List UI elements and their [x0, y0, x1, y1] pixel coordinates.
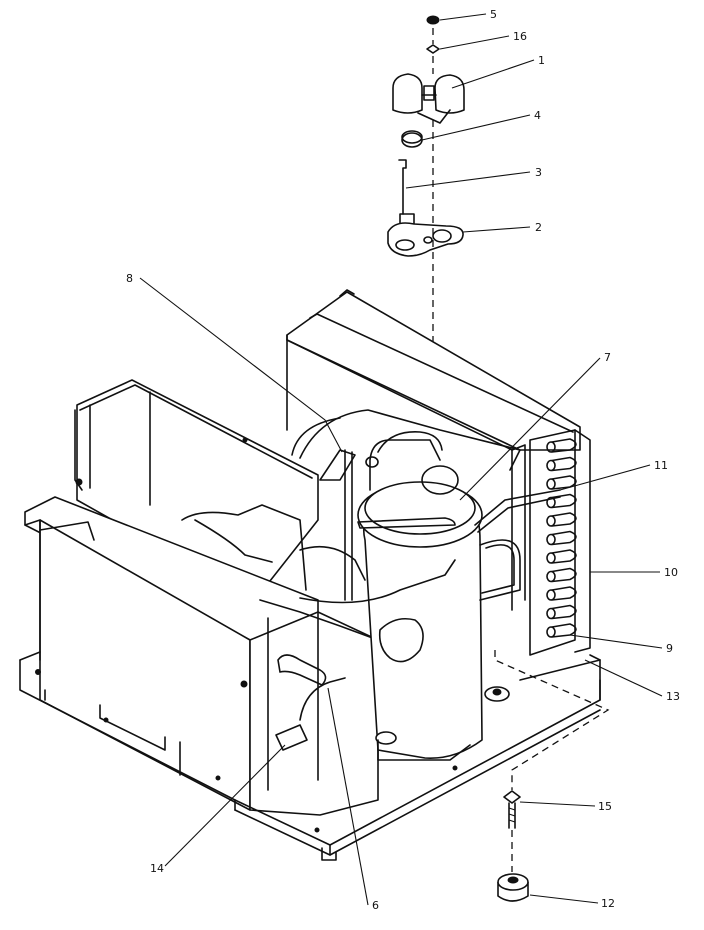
- part-16-washer: [426, 44, 440, 54]
- coil-tube-end: [546, 459, 556, 472]
- coil-hairpin: [551, 549, 577, 564]
- callout-9: 9: [666, 642, 673, 655]
- condenser-housing: [286, 289, 581, 611]
- coil-tube-end: [546, 441, 556, 453]
- compressor-assembly: [291, 409, 561, 761]
- front-panel: [19, 496, 319, 811]
- coil-hairpin: [551, 567, 577, 583]
- callout-7: 7: [604, 351, 611, 364]
- part-5-nut: [426, 15, 440, 25]
- leader-lines: [139, 13, 663, 906]
- base-pan: [234, 654, 601, 861]
- callout-14: 14: [150, 862, 164, 875]
- coil-tube-end: [546, 570, 556, 583]
- coil-tube-end: [546, 478, 556, 490]
- callout-8: 8: [126, 272, 133, 285]
- callout-4: 4: [534, 109, 541, 122]
- coil-tube-end: [546, 496, 556, 509]
- partition-wall: [249, 599, 379, 816]
- coil-hairpin: [551, 512, 577, 527]
- coil-hairpin: [551, 604, 577, 620]
- coil-tube-end: [546, 607, 556, 620]
- part-1-overload-protector: [392, 73, 465, 124]
- coil-hairpin: [551, 586, 577, 601]
- callout-12: 12: [601, 897, 615, 910]
- callout-11: 11: [654, 459, 668, 472]
- coil-hairpin: [551, 493, 577, 509]
- coil-tube-end: [546, 533, 556, 546]
- callout-13: 13: [666, 690, 680, 703]
- coil-hairpin: [551, 456, 577, 472]
- callout-6: 6: [372, 899, 379, 912]
- callout-labels: 5 16 1 4 3 2 8 7 11 10 9 13 15 14 12 6: [126, 8, 680, 912]
- coil-tube-end: [546, 626, 556, 638]
- callout-1: 1: [538, 54, 545, 67]
- callout-2: 2: [535, 221, 542, 234]
- callout-16: 16: [513, 30, 527, 43]
- coil-tube-end: [546, 515, 556, 527]
- callout-10: 10: [664, 566, 678, 579]
- coil-hairpin: [551, 530, 577, 546]
- coil-hairpin: [551, 438, 577, 453]
- part-3-wire: [398, 159, 415, 233]
- part-2-terminal-cover: [387, 222, 464, 257]
- evaporator-section: [74, 379, 319, 601]
- callout-5: 5: [490, 8, 497, 21]
- coil-tube-end: [546, 552, 556, 564]
- coil-tube-end: [546, 589, 556, 601]
- mount-dashed-line: [494, 650, 610, 790]
- callout-3: 3: [535, 166, 542, 179]
- part-15-screw: [503, 790, 521, 829]
- callout-15: 15: [598, 800, 612, 813]
- part-4-clip: [401, 130, 423, 148]
- condenser-coil: [529, 429, 591, 656]
- part-12-grommet: [497, 873, 529, 902]
